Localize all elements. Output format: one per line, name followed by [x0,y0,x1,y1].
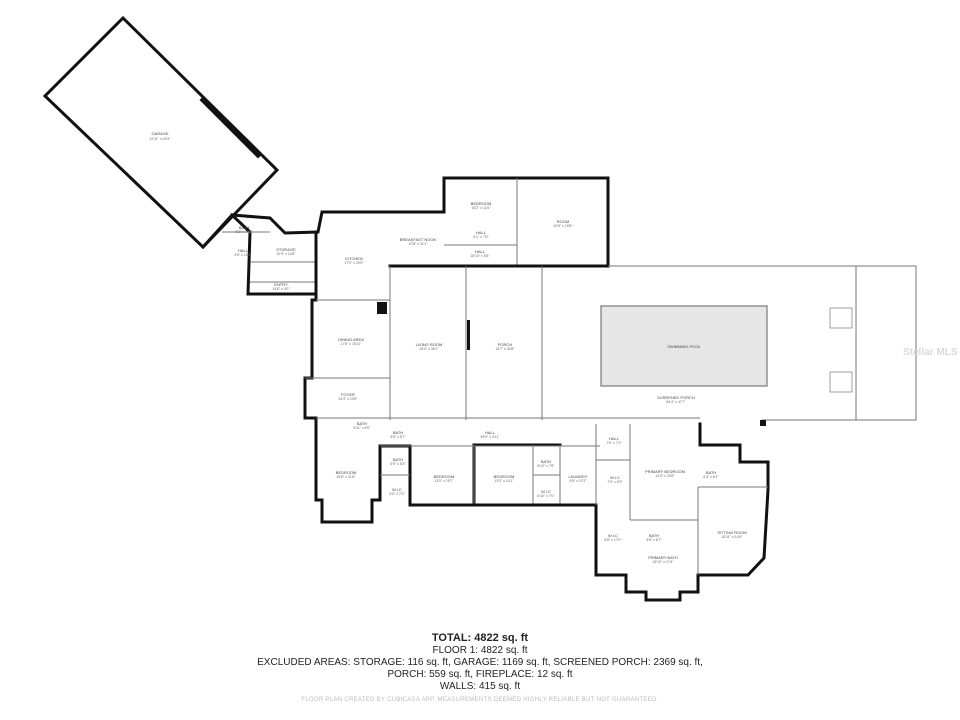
bath2-dim: 6'11" x 5'0" [354,426,372,430]
hall1-label: HALL [238,248,249,253]
screened-label: SCREENED PORCH [657,395,695,400]
bath7-dim: 5'6" x 6'7" [646,538,662,542]
disclaimer: FLOOR PLAN CREATED BY CUBICASA APP. MEAS… [301,697,659,703]
bath4-label: BATH [393,457,403,462]
bedroom3-label: BEDROOM [494,474,515,479]
floor1-area: FLOOR 1: 4822 sq. ft [432,645,528,656]
primary-bath-dim: 15'10" x 17'4" [652,560,674,564]
sitting-dim: 18'11" x 14'6" [722,535,744,539]
bath3-label: BATH [393,430,403,435]
bedroom2-dim: 13'0" x 15'7" [434,479,454,483]
kitchen-label: KITCHEN [345,256,363,261]
porch-label: PORCH [498,342,513,347]
bath5-dim: 6'10" x 7'8" [537,464,555,468]
porch-dim: 16'7" x 34'8" [495,347,515,351]
laundry-label: LAUNDRY [568,474,587,479]
wic4-dim: 6'8" x 17'0" [604,538,622,542]
hall-right-label: HALL [609,436,620,441]
room-label: ROOM [557,219,569,224]
living-label: LIVING ROOM [416,342,443,347]
hall-right-dim: 7'6" x 7'0" [606,441,622,445]
room-labels: GARAGE 23'11" x 49'4" BATH 5'3" x 4'11" … [150,131,747,564]
dining-dim: 17'6" x 16'11" [341,342,363,346]
bedroom3-dim: 13'0" x 14'1" [494,479,514,483]
main-house-walls [303,176,610,420]
wic3-dim: 7'0" x 8'9" [607,480,623,484]
bedroom-left-label: BEDROOM [336,470,357,475]
bath6-label: BATH [706,470,716,475]
hall-long-dim: 55'9" x 4'11" [481,435,501,439]
primary-bath-label: PRIMARY BATH [648,555,678,560]
bath2-label: BATH [357,421,367,426]
bath4-dim: 6'5" x 8'3" [390,462,406,466]
entry-dim: 14'8" x 4'0" [272,287,290,291]
bedroom-top-label: BEDROOM [471,201,492,206]
wic3-label: W.I.C [610,475,620,480]
watermark-text: Stellar MLS [903,347,958,358]
pool-label: SWIMMING POOL [667,344,701,349]
bedroom-left-dim: 15'8" x 21'8" [336,475,356,479]
bedroom2-label: BEDROOM [434,474,455,479]
garage-walls [42,15,280,250]
bedroom-wing-walls [303,416,770,602]
bath6-dim: 6'4" x 6'1" [703,475,719,479]
hall-top-dim: 6'1" x 7'6" [473,235,489,239]
wic1-label: W.I.C [392,487,402,492]
primary-bed-dim: 14'3" x 23'8" [655,474,675,478]
breakfast-dim: 10'8" x 11'1" [409,242,429,246]
hall-top-label: HALL [476,230,487,235]
wic1-dim: 5'0" x 7'0" [389,492,405,496]
storage-label: STORAGE [276,247,296,252]
laundry-dim: 9'8" x 13'1" [569,479,587,483]
hall-mid-label: HALL [475,249,486,254]
entry-label: ENTRY [274,282,288,287]
garage-label: GARAGE [151,131,168,136]
bath7-label: BATH [649,533,659,538]
screened-dim: 84'4" x 47'7" [666,400,686,404]
service-wing-walls [200,210,392,296]
hall-mid-dim: 16'10" x 5'8" [470,254,490,258]
bath5-label: BATH [541,459,551,464]
living-dim: 16'0" x 36'1" [419,347,439,351]
garage-dim: 23'11" x 49'4" [150,137,172,141]
bath1-dim: 5'3" x 4'11" [236,230,254,234]
swimming-pool [600,305,768,387]
dining-label: DINING AREA [338,337,364,342]
walls-area: WALLS: 415 sq. ft [439,681,521,692]
hall1-dim: 4'6" x 10'6" [234,253,252,257]
bath3-dim: 5'5" x 5'7" [390,435,406,439]
breakfast-label: BREAKFAST NOOK [400,237,437,242]
screened-porch [600,265,917,426]
bedroom-top-dim: 16'2" x 11'6" [472,206,492,210]
excluded-areas-line2: PORCH: 559 sq. ft, FIREPLACE: 12 sq. ft [387,669,573,680]
wic2-label: W.I.C [541,489,551,494]
foyer-dim: 24'3" x 10'8" [338,397,358,401]
excluded-areas-line1: EXCLUDED AREAS: STORAGE: 116 sq. ft, GAR… [257,657,703,668]
kitchen-dim: 17'0" x 20'0" [344,261,364,265]
sitting-label: SITTING ROOM [717,530,746,535]
foyer-label: FOYER [341,392,355,397]
bath1-label: BATH [239,225,249,230]
total-area: TOTAL: 4822 sq. ft [431,632,529,644]
wic4-label: W.I.C [608,533,618,538]
primary-bed-label: PRIMARY BEDROOM [645,469,685,474]
room-dim: 20'5" x 15'8" [553,224,573,228]
hall-long-label: HALL [485,430,496,435]
wic2-dim: 6'10" x 7'0" [537,494,555,498]
storage-dim: 12'9" x 14'8" [276,252,296,256]
